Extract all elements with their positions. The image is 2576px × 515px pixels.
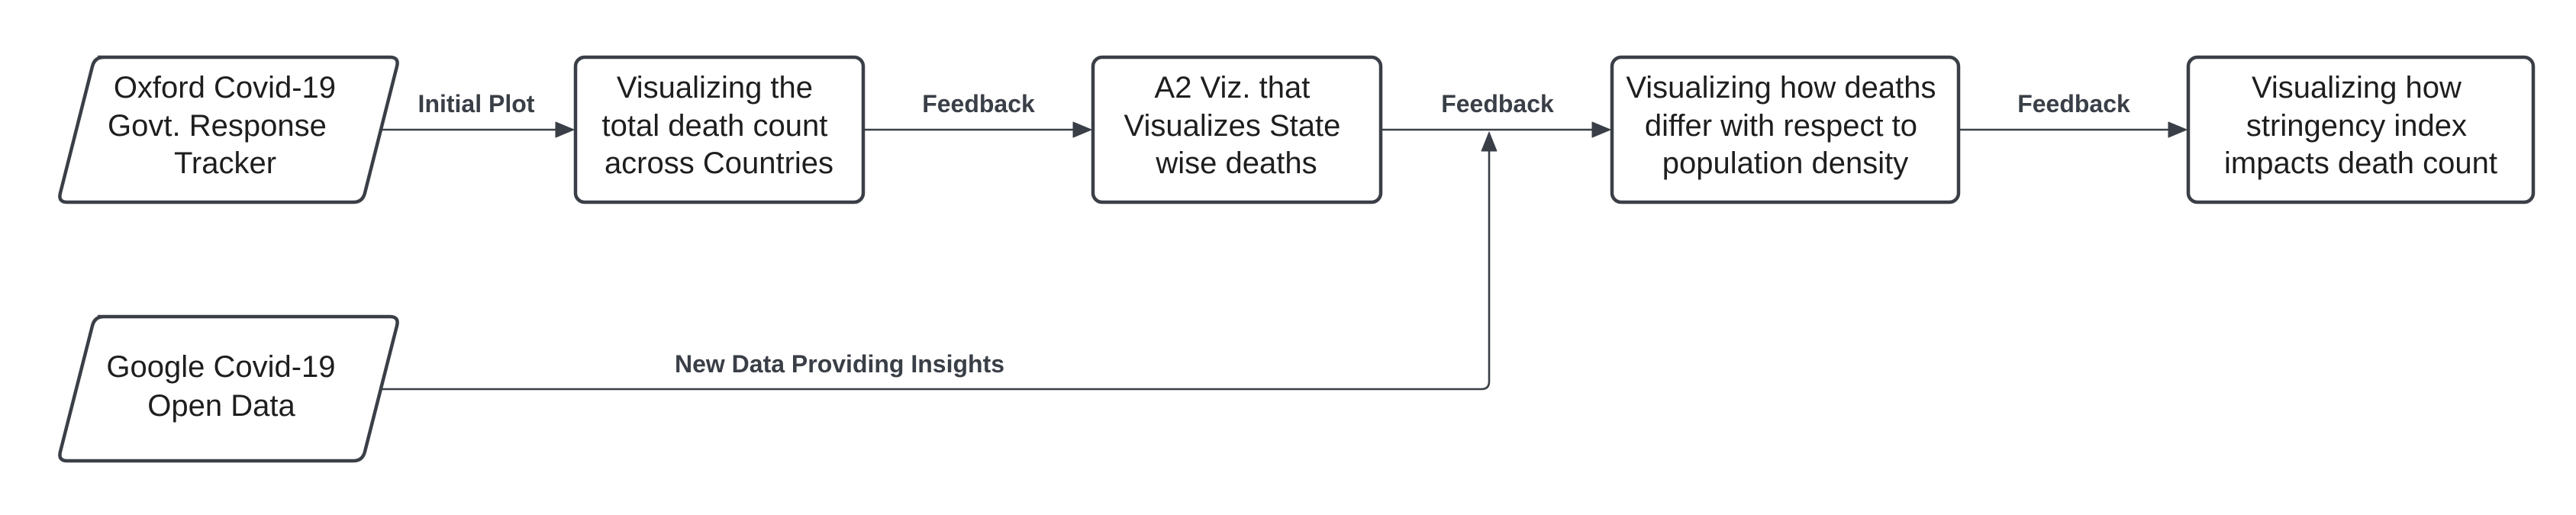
node-total-deaths: Visualizing the total death count across… (573, 55, 866, 204)
node-total-deaths-line-1: Visualizing the (617, 71, 813, 105)
edge-labels: Initial Plot Feedback Feedback Feedback … (418, 90, 2130, 378)
node-stringency-line-3: impacts death count (2224, 146, 2497, 180)
node-population-density-line-3: population density (1662, 146, 1908, 180)
edge-label-feedback-3: Feedback (2017, 90, 2130, 117)
node-oxford-line-1: Oxford Covid-19 (114, 71, 336, 105)
edge-label-initial-plot: Initial Plot (418, 90, 535, 117)
rounded-rectangle-shape (573, 55, 866, 204)
node-google: Google Covid-19 Open Data (58, 314, 399, 463)
node-population-density-line-2: differ with respect to (1645, 109, 1917, 143)
edge-label-new-data: New Data Providing Insights (675, 350, 1004, 378)
node-total-deaths-line-3: across Countries (605, 146, 833, 180)
edge-feedback-2-arrowhead (1591, 121, 1611, 138)
edge-label-feedback-2: Feedback (1441, 90, 1554, 117)
node-a2-viz-line-3: wise deaths (1155, 146, 1317, 180)
node-a2-viz-line-2: Visualizes State (1124, 109, 1341, 143)
node-population-density-line-1: Visualizing how deaths (1626, 71, 1936, 105)
node-a2-viz-line-1: A2 Viz. that (1155, 71, 1311, 105)
node-oxford-line-2: Govt. Response (108, 109, 327, 143)
edge-label-feedback-1: Feedback (922, 90, 1035, 117)
node-google-line-2: Open Data (147, 389, 295, 423)
rounded-rectangle-shape (2186, 55, 2536, 204)
node-total-deaths-text: Visualizing the total death count across… (602, 71, 837, 180)
edges (379, 121, 2188, 391)
node-google-text: Google Covid-19 Open Data (106, 350, 343, 423)
edge-feedback-3-arrowhead (2168, 121, 2188, 138)
node-oxford-text: Oxford Covid-19 Govt. Response Tracker (108, 71, 344, 180)
node-stringency-line-2: stringency index (2246, 109, 2467, 143)
rounded-rectangle-shape (1091, 55, 1383, 204)
parallelogram-shape (58, 314, 399, 463)
node-stringency: Visualizing how stringency index impacts… (2186, 55, 2536, 204)
node-a2-viz-text: A2 Viz. that Visualizes State wise death… (1124, 71, 1349, 180)
edge-initial-plot-arrowhead (555, 121, 575, 138)
edge-new-data-line (379, 150, 1491, 391)
node-oxford: Oxford Covid-19 Govt. Response Tracker (58, 55, 399, 204)
parallelogram-shape (58, 55, 399, 204)
node-population-density: Visualizing how deaths differ with respe… (1610, 55, 1961, 204)
edge-new-data-arrowhead (1481, 131, 1498, 152)
node-population-density-text: Visualizing how deaths differ with respe… (1626, 71, 1944, 180)
node-stringency-text: Visualizing how stringency index impacts… (2224, 71, 2497, 180)
node-stringency-line-1: Visualizing how (2252, 71, 2462, 105)
edge-feedback-1-arrowhead (1072, 121, 1092, 138)
node-google-line-1: Google Covid-19 (106, 350, 335, 384)
node-a2-viz: A2 Viz. that Visualizes State wise death… (1091, 55, 1383, 204)
node-total-deaths-line-2: total death count (602, 109, 828, 143)
node-oxford-line-3: Tracker (174, 146, 276, 180)
rounded-rectangle-shape (1610, 55, 1961, 204)
